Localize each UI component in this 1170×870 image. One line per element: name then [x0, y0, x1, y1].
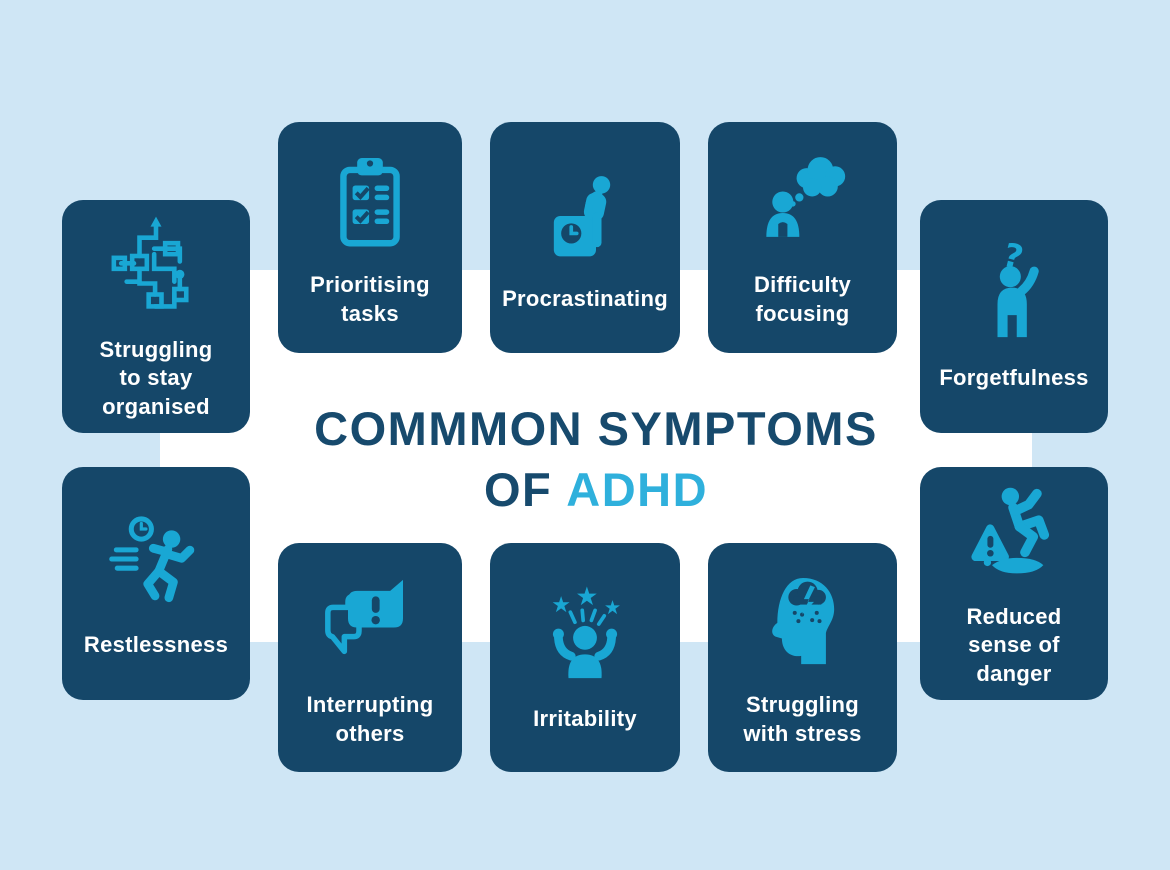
svg-text:★: ★	[604, 596, 621, 619]
symptom-card-interrupting-others: Interrupting others	[278, 543, 462, 772]
stars-burst-head-icon: ★ ★ ★	[530, 581, 640, 691]
symptom-card-struggling-organised: Struggling to stay organised	[62, 200, 250, 433]
symptom-card-procrastinating: Procrastinating	[490, 122, 680, 353]
symptom-label: Struggling to stay organised	[99, 336, 213, 419]
title-line-1: COMMMON SYMPTOMS	[314, 402, 878, 455]
question-head-scratch-icon: ?	[959, 240, 1069, 350]
symptom-label: Irritability	[533, 706, 637, 732]
svg-text:★: ★	[551, 593, 571, 618]
title-adhd-text: ADHD	[566, 462, 709, 516]
symptom-label: Reduced sense of danger	[966, 603, 1062, 686]
sitting-on-clock-box-icon	[530, 161, 640, 271]
storm-cloud-head-icon	[748, 567, 858, 677]
slipping-warning-icon	[959, 479, 1069, 589]
title-of-text: OF	[483, 462, 553, 516]
tangled-flowchart-icon	[101, 212, 211, 322]
symptom-label: Prioritising tasks	[310, 271, 430, 326]
thought-cloud-person-icon	[748, 147, 858, 257]
symptom-card-difficulty-focusing: Difficulty focusing	[708, 122, 897, 353]
svg-text:★: ★	[575, 582, 598, 612]
running-person-clock-icon	[101, 507, 211, 617]
symptom-card-irritability: ★ ★ ★ Irritability	[490, 543, 680, 772]
symptom-card-reduced-danger: Reduced sense of danger	[920, 467, 1108, 700]
symptom-label: Restlessness	[83, 632, 229, 658]
symptom-label: Procrastinating	[502, 286, 668, 312]
symptom-card-struggling-stress: Struggling with stress	[708, 543, 897, 772]
symptom-card-prioritising-tasks: Prioritising tasks	[278, 122, 462, 353]
symptom-label: Difficulty focusing	[753, 271, 852, 326]
symptom-card-restlessness: Restlessness	[62, 467, 250, 700]
checklist-clipboard-icon	[315, 147, 425, 257]
speech-bubbles-exclamation-icon	[315, 567, 425, 677]
symptom-label: Struggling with stress	[743, 691, 862, 746]
symptom-label: Interrupting others	[306, 691, 434, 746]
symptom-label: Forgetfulness	[939, 365, 1089, 391]
symptom-card-forgetfulness: ? Forgetfulness	[920, 200, 1108, 433]
